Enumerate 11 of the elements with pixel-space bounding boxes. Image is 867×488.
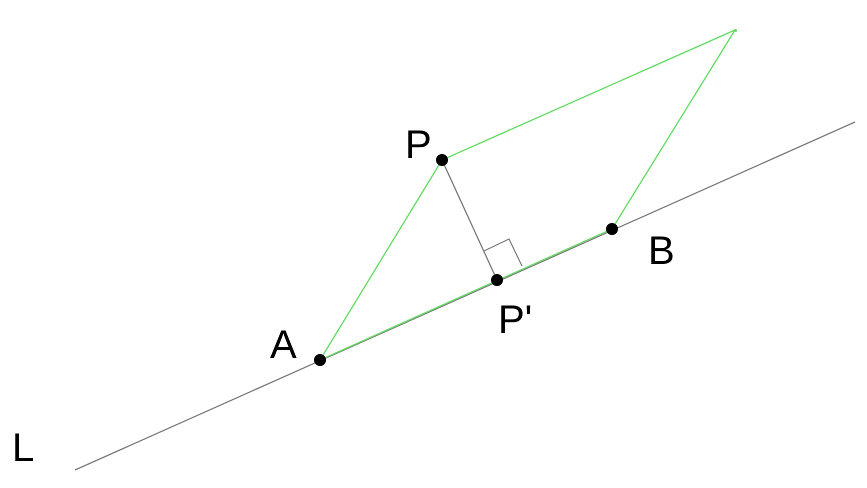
line-segment: [447, 29, 736, 158]
line-segment: [322, 164, 440, 356]
line-segment: [614, 30, 736, 224]
line-segment: [325, 230, 607, 358]
corner-vertex: [734, 28, 736, 32]
line-label: L: [12, 428, 34, 468]
point-label: P': [498, 300, 532, 340]
point-label: B: [648, 231, 675, 271]
point-label: A: [270, 325, 297, 365]
line-segment: [444, 165, 496, 275]
point-label: P: [405, 125, 432, 165]
